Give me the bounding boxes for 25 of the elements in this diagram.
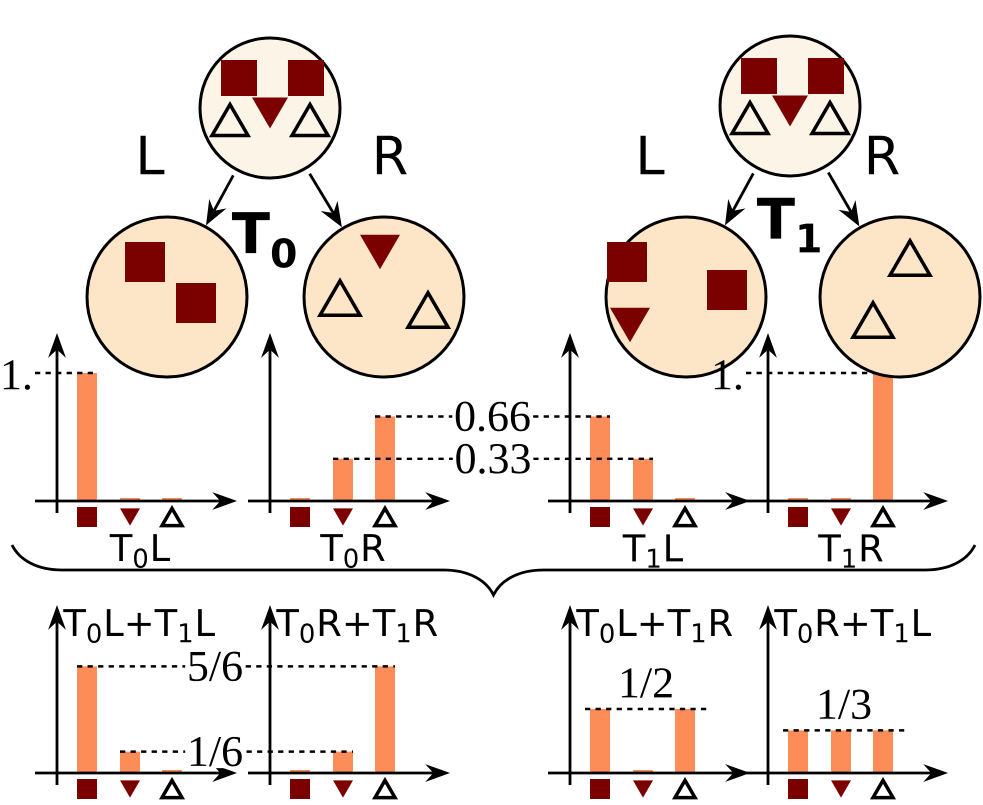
tree-label: T$_{1}$ — [756, 198, 820, 252]
chart-title: T$_{0}$L+T$_{1}$R — [576, 609, 732, 643]
tree-label: T$_{0}$ — [232, 212, 296, 268]
chart-title: T$_{0}$R+T$_{1}$L — [774, 609, 931, 643]
value-label: 0.33 — [452, 442, 534, 476]
chart-title: T$_{0}$R+T$_{1}$R — [276, 609, 438, 643]
value-label: 1/3 — [820, 690, 870, 720]
chart-title: T$_{1}$L — [622, 534, 684, 568]
edge-label: L — [134, 134, 166, 176]
circle — [198, 36, 342, 180]
value-label: 0.66 — [452, 400, 533, 434]
value-label: 1/2 — [622, 668, 672, 698]
chart-title: T$_{0}$R — [320, 534, 385, 568]
chart-title: T$_{0}$L — [110, 534, 170, 568]
chart-title: T$_{1}$R — [818, 534, 883, 568]
edge-label: L — [634, 134, 666, 176]
value-label: 1/6 — [185, 735, 245, 768]
circle — [818, 216, 982, 378]
chart-title: T$_{0}$L+T$_{1}$L — [63, 609, 215, 643]
edge-label: R — [862, 134, 902, 176]
circle — [718, 34, 862, 178]
value-label: 5/6 — [185, 650, 245, 683]
value-label: 1. — [4, 360, 30, 390]
circle — [302, 216, 466, 378]
edge-label: R — [370, 134, 410, 176]
